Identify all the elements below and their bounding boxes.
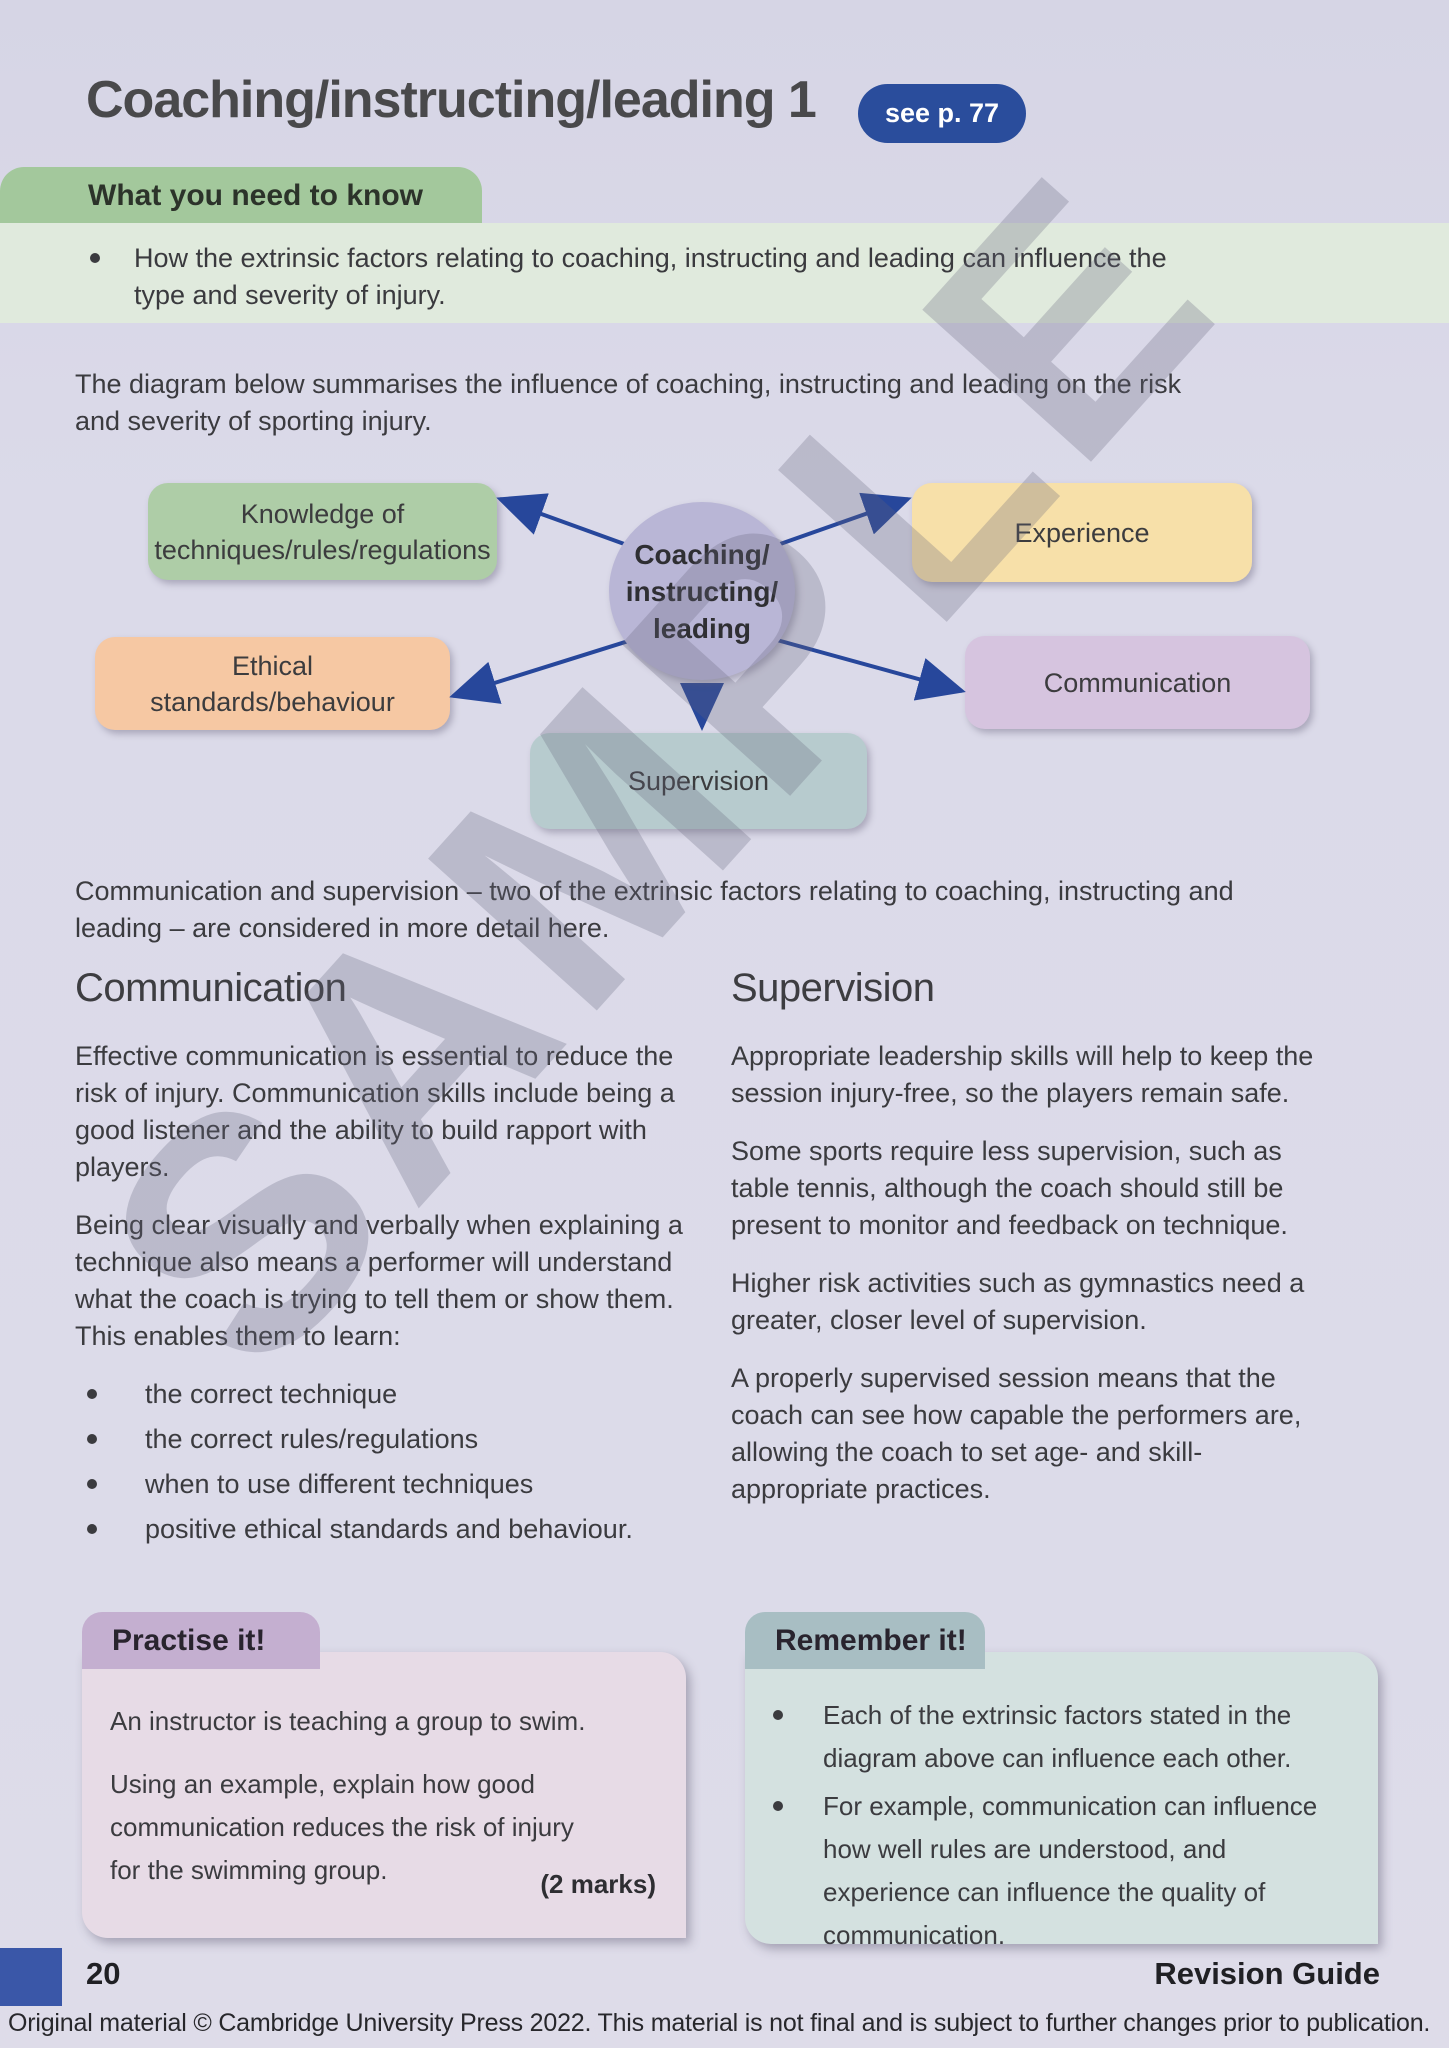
communication-bullet-list: the correct technique the correct rules/… [75, 1376, 715, 1548]
what-you-need-to-know-header: What you need to know [0, 167, 482, 223]
list-item: For example, communication can influence… [761, 1785, 1352, 1957]
list-item: when to use different techniques [75, 1466, 715, 1503]
remember-it-label: Remember it! [775, 1624, 967, 1657]
supervision-paragraph-3: Higher risk activities such as gymnastic… [731, 1268, 1305, 1335]
what-you-need-to-know-label: What you need to know [88, 179, 423, 212]
practise-it-label: Practise it! [112, 1624, 266, 1657]
center-node-line2: instructing/ [625, 575, 779, 607]
arrow-to-experience-icon [765, 492, 912, 551]
diagram-node-communication: Communication [965, 636, 1310, 729]
supervision-heading: Supervision [731, 966, 935, 1010]
supervision-paragraph-4: A properly supervised session means that… [731, 1363, 1302, 1504]
bullet-text: the correct rules/regulations [145, 1424, 479, 1454]
arrow-to-communication-icon [765, 635, 966, 701]
communication-paragraph-2: Being clear visually and verbally when e… [75, 1210, 683, 1351]
bullet-dot-icon [773, 1801, 783, 1811]
bullet-text: positive ethical standards and behaviour… [145, 1514, 633, 1544]
know-bullet-text: How the extrinsic factors relating to co… [134, 243, 1167, 310]
communication-section: Communication Effective communication is… [75, 966, 715, 1556]
what-you-need-to-know-panel: How the extrinsic factors relating to co… [0, 223, 1449, 323]
bullet-dot-icon [90, 253, 100, 263]
bullet-text: For example, communication can influence… [823, 1791, 1318, 1950]
bullet-text: the correct technique [145, 1379, 398, 1409]
supervision-paragraph-1: Appropriate leadership skills will help … [731, 1041, 1314, 1108]
marks-label: (2 marks) [540, 1869, 656, 1899]
page-title: Coaching/instructing/leading 1 [86, 71, 817, 129]
list-item: Each of the extrinsic factors stated in … [761, 1694, 1352, 1780]
diagram-center-node: Coaching/ instructing/ leading [609, 502, 795, 680]
bullet-text: Each of the extrinsic factors stated in … [823, 1700, 1292, 1773]
bullet-dot-icon [773, 1710, 783, 1720]
bullet-dot-icon [87, 1389, 97, 1399]
remember-it-box: Each of the extrinsic factors stated in … [745, 1652, 1378, 1950]
see-page-badge[interactable]: see p. 77 [858, 84, 1027, 143]
list-item: the correct rules/regulations [75, 1421, 715, 1458]
practise-question: Using an example, explain how good commu… [110, 1769, 574, 1885]
diagram-node-experience: Experience [912, 483, 1252, 582]
detail-paragraph: Communication and supervision – two of t… [75, 876, 1234, 943]
communication-heading: Communication [75, 966, 347, 1010]
intro-paragraph: The diagram below summarises the influen… [75, 369, 1182, 436]
practise-it-box: An instructor is teaching a group to swi… [82, 1652, 686, 1938]
page-number: 20 [86, 1956, 121, 1991]
bullet-dot-icon [87, 1434, 97, 1444]
supervision-section: Supervision Appropriate leadership skill… [731, 966, 1331, 1529]
bullet-dot-icon [87, 1479, 97, 1489]
bullet-text: when to use different techniques [145, 1469, 534, 1499]
center-node-line3: leading [652, 612, 751, 644]
practise-it-badge: Practise it! [82, 1612, 320, 1669]
diagram-node-ethical-standards: Ethical standards/behaviour [95, 637, 450, 730]
bullet-dot-icon [87, 1524, 97, 1534]
copyright-line: Original material © Cambridge University… [8, 2009, 1431, 2037]
arrow-to-knowledge-icon [496, 493, 639, 551]
practise-sentence-1: An instructor is teaching a group to swi… [110, 1706, 586, 1736]
remember-it-badge: Remember it! [745, 1612, 985, 1669]
page-number-tab [0, 1948, 62, 2006]
list-item: the correct technique [75, 1376, 715, 1413]
diagram-node-knowledge: Knowledge of techniques/rules/regulation… [148, 483, 497, 580]
list-item: positive ethical standards and behaviour… [75, 1511, 715, 1548]
diagram-node-supervision: Supervision [530, 733, 867, 829]
communication-paragraph-1: Effective communication is essential to … [75, 1041, 675, 1182]
revision-guide-label: Revision Guide [1154, 1956, 1380, 1991]
center-node-line1: Coaching/ [634, 538, 770, 570]
supervision-paragraph-2: Some sports require less supervision, su… [731, 1136, 1288, 1240]
arrow-to-ethical-icon [449, 636, 639, 704]
